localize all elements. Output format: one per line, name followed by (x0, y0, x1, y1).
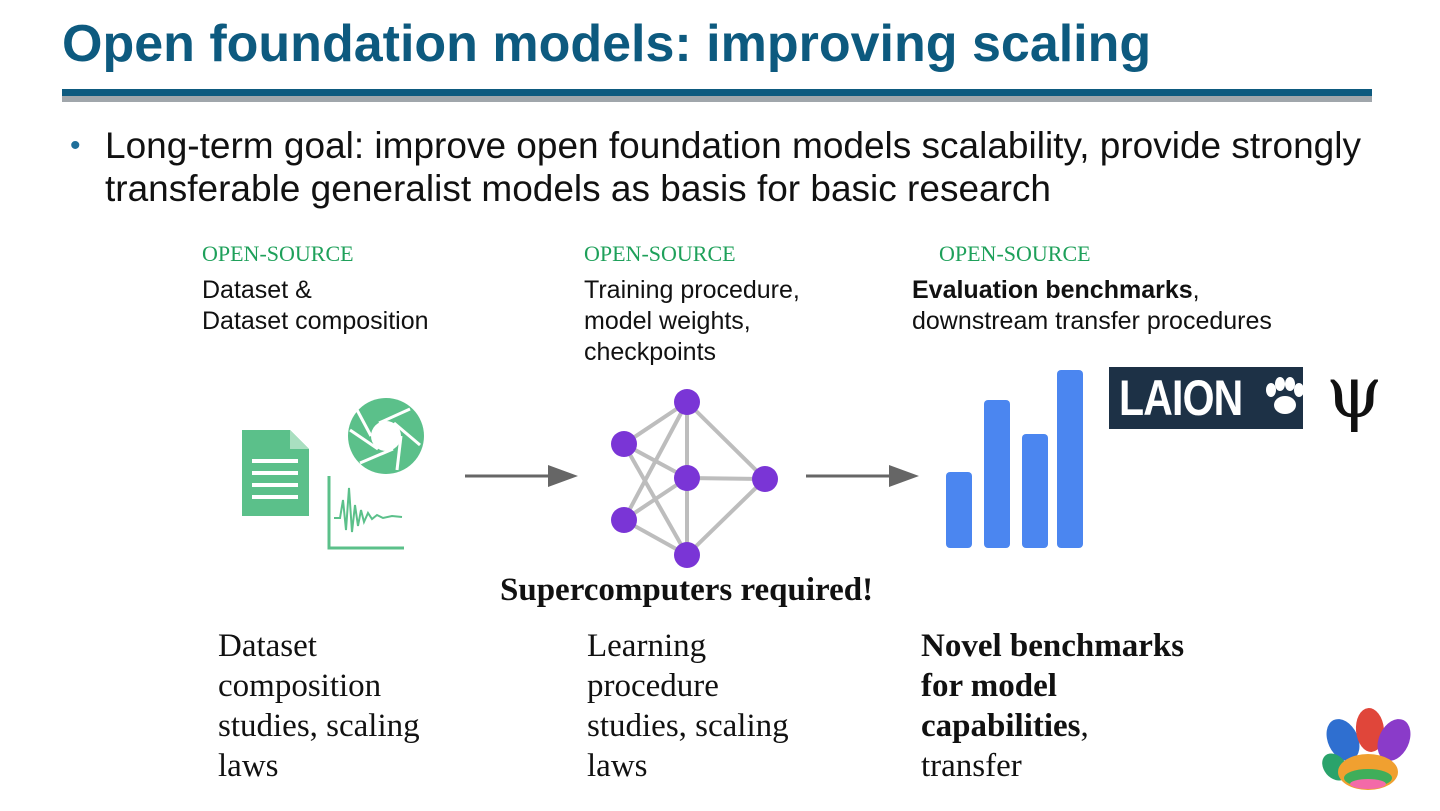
column-3-desc-line-1: Evaluation benchmarks, (912, 275, 1272, 306)
bottom-column-2-line: procedure (587, 668, 719, 704)
title-rule-grey (62, 96, 1372, 102)
open-source-label-1: OPEN-SOURCE (202, 241, 354, 266)
arrow-icon-2 (806, 465, 919, 487)
arrow-icon-1 (465, 465, 578, 487)
column-3-desc-bold: Evaluation benchmarks (912, 276, 1193, 304)
neural-network-icon (611, 389, 778, 568)
bottom-column-2-line: Learning (587, 628, 707, 664)
bottom-column-1-line: composition (218, 668, 382, 704)
bottom-column-1-line: Dataset (218, 628, 317, 664)
bottom-column-1-line: studies, scaling (218, 708, 420, 744)
column-1-description: Dataset & Dataset composition (202, 275, 429, 337)
paw-icon (1265, 377, 1303, 414)
bar-chart-icon (946, 370, 1083, 548)
bottom-column-3-line: transfer (921, 748, 1022, 784)
column-2-desc-line: model weights, (584, 307, 751, 335)
document-icon (242, 430, 309, 516)
bottom-column-2-line: laws (587, 748, 648, 784)
bottom-column-1: Dataset composition studies, scaling law… (218, 626, 420, 786)
bottom-column-3-bold: for model (921, 668, 1057, 704)
bottom-column-3-line: capabilities, (921, 706, 1184, 746)
signal-plot-icon (327, 476, 404, 550)
bottom-column-3-bold: capabilities (921, 708, 1081, 744)
bottom-column-2: Learning procedure studies, scaling laws (587, 626, 789, 786)
open-source-label-2: OPEN-SOURCE (584, 241, 736, 266)
open-source-label-3: OPEN-SOURCE (939, 241, 1091, 266)
laion-logo: LAION (1109, 367, 1303, 429)
rainbow-paw-logo (1322, 708, 1411, 790)
column-2-description: Training procedure, model weights, check… (584, 275, 800, 368)
slide-title: Open foundation models: improving scalin… (62, 15, 1152, 73)
psi-logo: ψ (1326, 350, 1383, 434)
bottom-column-2-line: studies, scaling (587, 708, 789, 744)
aperture-icon (348, 398, 424, 474)
bottom-column-3-line: for model (921, 666, 1184, 706)
column-1-desc-line: Dataset & (202, 276, 312, 304)
supercomputers-note: Supercomputers required! (500, 572, 874, 608)
laion-logo-text: LAION (1119, 370, 1243, 426)
column-3-description: Evaluation benchmarks, downstream transf… (912, 275, 1272, 337)
column-2-desc-line: Training procedure, (584, 276, 800, 304)
bullet-text: Long-term goal: improve open foundation … (105, 125, 1361, 209)
column-3-desc-comma: , (1192, 276, 1200, 304)
column-3-desc-line-2: downstream transfer procedures (912, 307, 1272, 335)
column-2-desc-line: checkpoints (584, 338, 717, 366)
bottom-column-3-comma: , (1080, 708, 1089, 744)
bullet-marker: • (70, 129, 81, 162)
title-rule-blue (62, 89, 1372, 96)
bottom-column-1-line: laws (218, 748, 279, 784)
bottom-column-3-line: Novel benchmarks (921, 626, 1184, 666)
bottom-column-3-bold: Novel benchmarks (921, 628, 1185, 664)
column-1-desc-line: Dataset composition (202, 307, 429, 335)
bottom-column-3: Novel benchmarks for model capabilities,… (921, 626, 1184, 786)
